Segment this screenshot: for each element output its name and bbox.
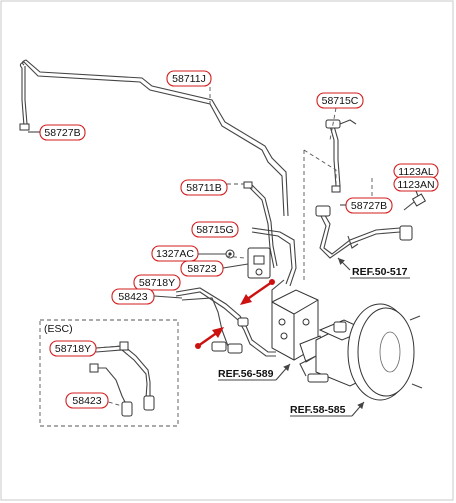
svg-text:58727B: 58727B — [44, 127, 80, 139]
svg-text:58715G: 58715G — [196, 224, 233, 236]
callout-58718y[interactable]: 58718Y — [133, 274, 181, 291]
callout-1327ac[interactable]: 1327AC — [151, 245, 226, 262]
callout-esc-58423[interactable]: 58423 — [65, 392, 109, 409]
callout-58715g[interactable]: 58715G — [191, 221, 239, 238]
svg-text:58711B: 58711B — [186, 182, 221, 194]
red-arrow-upper — [240, 279, 275, 305]
callout-58711j[interactable]: 58711J — [166, 70, 212, 87]
svg-text:58711J: 58711J — [172, 73, 206, 85]
red-arrow-lower — [195, 327, 224, 349]
brake-line-58711b — [243, 181, 278, 269]
svg-text:58727B: 58727B — [351, 200, 387, 212]
brake-booster — [347, 303, 423, 401]
svg-text:58723: 58723 — [187, 263, 216, 275]
svg-text:58718Y: 58718Y — [139, 277, 175, 289]
svg-text:1123AL: 1123AL — [398, 166, 434, 178]
brake-line-58711j — [19, 59, 289, 217]
brake-line-58715g — [251, 227, 297, 287]
svg-text:58423: 58423 — [118, 291, 147, 303]
svg-text:58715C: 58715C — [322, 95, 359, 107]
proportioning-valve-58723 — [247, 247, 271, 279]
esc-label: (ESC) — [44, 323, 73, 335]
callout-58727b-right[interactable]: 58727B — [340, 197, 393, 214]
callout-1123an[interactable]: 1123AN — [393, 176, 439, 197]
brake-line-58423 — [181, 297, 249, 354]
ref-58-585[interactable]: REF.58-585 — [290, 404, 346, 416]
bolt-1327ac — [225, 249, 235, 259]
esc-inset-box: (ESC) — [39, 319, 179, 427]
callout-58711b[interactable]: 58711B — [180, 179, 228, 196]
callout-esc-58718y[interactable]: 58718Y — [49, 340, 97, 357]
svg-text:1123AN: 1123AN — [397, 179, 434, 191]
svg-text:1327AC: 1327AC — [156, 248, 194, 260]
svg-text:58718Y: 58718Y — [55, 343, 91, 355]
front-hose-right — [315, 205, 413, 259]
ref-50-517[interactable]: REF.50-517 — [352, 266, 408, 278]
bolt-1123al — [403, 193, 427, 211]
svg-text:58423: 58423 — [72, 395, 101, 407]
callout-58723[interactable]: 58723 — [180, 260, 249, 277]
callout-1123al[interactable]: 1123AL — [393, 163, 439, 179]
callout-58727b-left[interactable]: 58727B — [28, 124, 86, 141]
ref-56-589[interactable]: REF.56-589 — [218, 368, 274, 380]
hydraulic-unit — [271, 279, 327, 363]
callout-58423[interactable]: 58423 — [111, 288, 183, 305]
ref-leaders — [218, 257, 410, 417]
callout-58715c[interactable]: 58715C — [316, 92, 364, 109]
brake-hose-58715c — [325, 119, 357, 193]
